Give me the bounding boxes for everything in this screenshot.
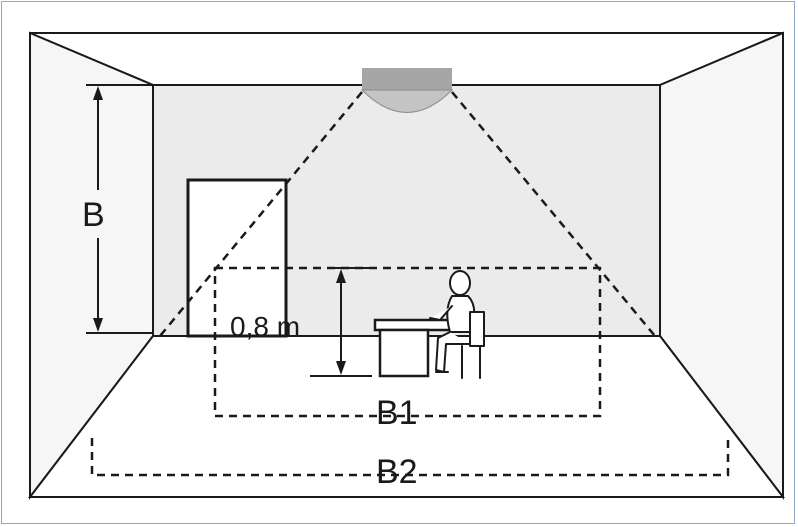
- work-height-label: 0,8 m: [230, 311, 300, 342]
- work-height-dimension-arrow: [310, 267, 372, 377]
- zone-b1-label: B1: [376, 394, 418, 432]
- door-icon: [186, 178, 288, 338]
- height-label: B: [82, 196, 105, 234]
- detection-cone: [159, 91, 656, 337]
- seated-person-icon: [429, 270, 485, 379]
- zone-b2-label: B2: [376, 453, 418, 491]
- ceiling-sensor-icon: [360, 68, 454, 113]
- height-dimension-arrow: [86, 84, 153, 334]
- zone-b2-outline: [90, 438, 730, 477]
